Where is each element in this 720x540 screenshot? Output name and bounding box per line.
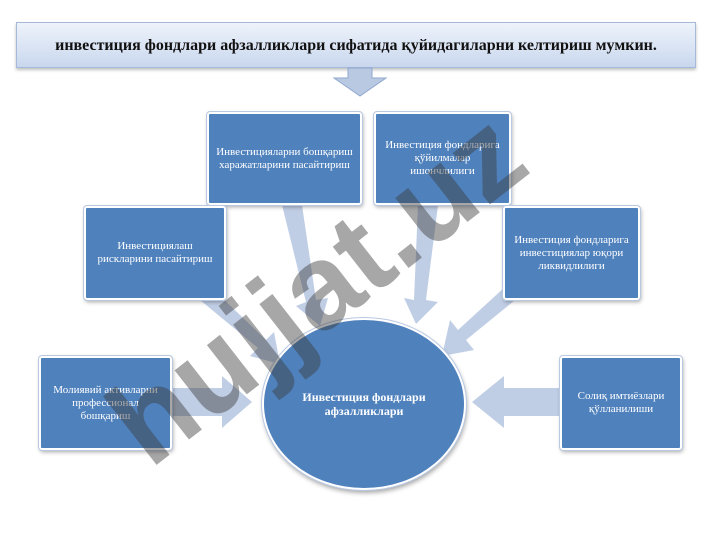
node-professional-management: Молиявий активларни профессионал бошқари… (38, 355, 173, 451)
node-label: Молиявий активларни профессионал бошқари… (53, 383, 158, 422)
title-down-arrow (332, 67, 388, 97)
low-left-arrow (172, 376, 252, 428)
node-label: Инвестиция фондларига инвестициялар юқор… (514, 233, 629, 272)
mid-left-arrow (200, 290, 280, 364)
node-high-liquidity: Инвестиция фондларига инвестициялар юқор… (502, 205, 641, 301)
top-right-arrow (404, 205, 438, 324)
mid-right-arrow (442, 286, 520, 356)
node-label: Инвестицияларни бошқариш харажатларини п… (216, 145, 353, 171)
node-label: Инвестициялаш рискларини пасайтириш (97, 240, 213, 265)
top-left-arrow (282, 205, 328, 326)
node-reduce-investment-risks: Инвестициялаш рискларини пасайтириш (83, 205, 227, 301)
node-tax-benefits: Солиқ имтиёзлари қўлланилиши (559, 355, 683, 451)
node-label: Солиқ имтиёзлари қўлланилиши (577, 390, 665, 415)
low-right-arrow (472, 376, 560, 428)
page-title: инвестиция фондлари афзалликлари сифатид… (55, 36, 657, 54)
node-reduce-management-costs: Инвестицияларни бошқариш харажатларини п… (206, 111, 363, 206)
center-label: Инвестиция фондлари афзалликлари (302, 390, 426, 418)
node-label: Инвестиция фондларига қўйилмалар ишончли… (385, 139, 500, 177)
title-banner: инвестиция фондлари афзалликлари сифатид… (16, 22, 696, 68)
node-investment-reliability: Инвестиция фондларига қўйилмалар ишончли… (373, 111, 512, 206)
center-node-fund-advantages: Инвестиция фондлари афзалликлари (262, 318, 466, 490)
